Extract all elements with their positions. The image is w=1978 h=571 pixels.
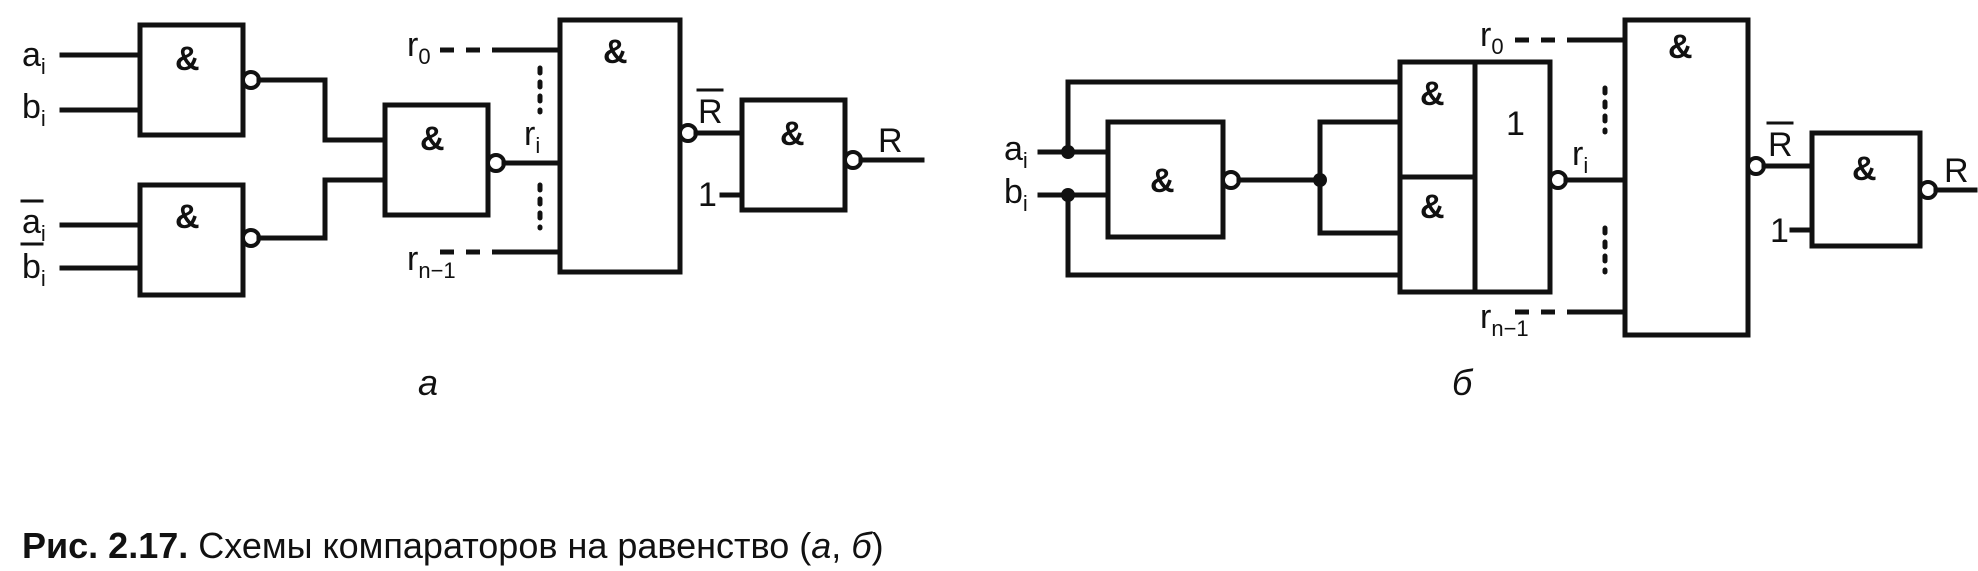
- gate-symbol: &: [1668, 28, 1693, 66]
- input-label-a-inverted: ai: [22, 203, 46, 246]
- gate-symbol: &: [1150, 162, 1175, 200]
- signal-label-rn: rn−1: [407, 240, 456, 283]
- and-gate-a3: [382, 102, 491, 218]
- and-gate-b-big: [1622, 17, 1751, 338]
- input-label-a: ai: [1004, 130, 1028, 173]
- signal-label-rn: rn−1: [1480, 298, 1529, 341]
- input-label-b-inverted: bi: [22, 248, 46, 291]
- and-gate-a-big: [557, 17, 683, 275]
- gate-symbol: &: [603, 33, 628, 71]
- gate-symbol: &: [420, 120, 445, 158]
- constant-one-label: 1: [1770, 212, 1789, 250]
- and-gate-a1: [137, 22, 246, 138]
- constant-one-label: 1: [698, 176, 717, 214]
- input-label-b: bi: [1004, 173, 1028, 216]
- output-label-rbar: R: [1768, 126, 1793, 164]
- output-label-r: R: [878, 122, 903, 160]
- diagram-a: & & & & & ai bi ai: [20, 17, 925, 403]
- and-gate-b1: [1105, 119, 1226, 240]
- signal-label-ri: ri: [524, 115, 540, 158]
- panel-label-a: а: [418, 362, 438, 403]
- panel-label-b: б: [1452, 362, 1474, 403]
- or-symbol: 1: [1506, 105, 1525, 143]
- signal-label-r0: r0: [1480, 16, 1504, 59]
- gate-symbol: &: [1420, 75, 1445, 113]
- output-label-rbar: R: [698, 93, 723, 131]
- signal-label-r0: r0: [407, 26, 431, 69]
- signal-label-ri: ri: [1572, 135, 1588, 178]
- figure-caption: Рис. 2.17. Схемы компараторов на равенст…: [22, 525, 884, 566]
- gate-symbol: &: [175, 40, 200, 78]
- output-label-r: R: [1944, 152, 1969, 190]
- input-label-a: ai: [22, 36, 46, 79]
- and-gate-a-final: [739, 97, 848, 213]
- input-label-b: bi: [22, 88, 46, 131]
- gate-symbol: &: [1852, 150, 1877, 188]
- gate-symbol: &: [780, 115, 805, 153]
- diagram-b: & & & 1 & & ai bi r0: [1004, 16, 1978, 403]
- gate-symbol: &: [1420, 188, 1445, 226]
- gate-symbol: &: [175, 198, 200, 236]
